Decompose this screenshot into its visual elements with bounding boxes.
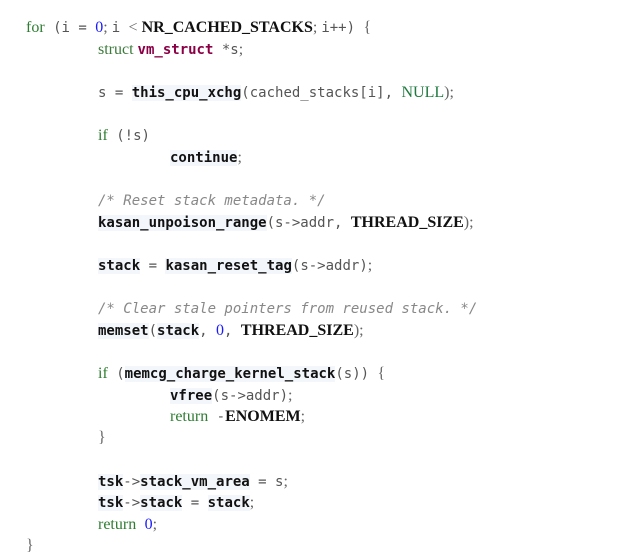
- code-token-punct: }: [26, 537, 34, 554]
- code-token-fn: stack: [140, 495, 183, 511]
- code-token-kw: return: [170, 408, 209, 425]
- code-token-num: 0: [216, 322, 225, 339]
- code-token-kw: return: [98, 516, 137, 533]
- code-token-fn: memcg_charge_kernel_stack: [124, 366, 336, 382]
- code-token-macro: THREAD_SIZE: [240, 322, 354, 339]
- code-token-punct: ;: [237, 149, 242, 166]
- code-line: /* Reset stack metadata. */: [98, 190, 326, 211]
- code-token-plain: i: [111, 20, 129, 36]
- code-token-type: struct: [98, 41, 138, 58]
- code-line: vfree(s->addr);: [170, 385, 292, 406]
- code-token-plain: (s->addr): [291, 258, 368, 274]
- code-token-punct: ;: [288, 387, 293, 404]
- code-token-punct: ;: [283, 473, 288, 490]
- code-line: return -ENOMEM;: [170, 406, 305, 427]
- code-token-punct: }: [98, 429, 106, 446]
- code-token-plain: *s: [213, 42, 239, 58]
- code-token-kw: if: [98, 365, 108, 382]
- code-token-plain: (!s): [107, 128, 150, 144]
- code-token-fn: stack_vm_area: [140, 474, 250, 490]
- code-token-fn: vfree: [170, 388, 213, 404]
- code-line: }: [98, 427, 106, 448]
- code-token-fn: tsk: [98, 474, 124, 490]
- code-token-punct: ;: [103, 19, 112, 36]
- code-token-punct: {: [377, 365, 386, 382]
- code-line: tsk->stack = stack;: [98, 492, 254, 513]
- code-token-plain: (i =: [44, 20, 96, 36]
- code-token-plain: ,: [199, 323, 217, 339]
- code-token-plain: -: [208, 409, 226, 425]
- code-token-plain: = s: [249, 474, 284, 490]
- code-token-macro: ENOMEM: [225, 408, 301, 425]
- code-line: }: [26, 535, 34, 556]
- code-token-plain: ,: [224, 323, 241, 339]
- code-line: for (i = 0; i < NR_CACHED_STACKS; i++) {: [26, 17, 371, 38]
- code-token-const: NULL: [401, 84, 445, 101]
- code-token-fn: memset: [98, 323, 149, 339]
- code-token-plain: ->: [123, 474, 141, 490]
- code-token-punct: {: [363, 19, 372, 36]
- code-token-punct: );: [444, 84, 454, 101]
- code-line: if (!s): [98, 125, 150, 146]
- code-token-punct: ;: [367, 257, 373, 274]
- code-line: struct vm_struct *s;: [98, 39, 243, 60]
- code-token-plain: =: [182, 495, 208, 511]
- code-token-fn: kasan_unpoison_range: [98, 215, 267, 231]
- code-line: return 0;: [98, 514, 157, 535]
- code-line: stack = kasan_reset_tag(s->addr);: [98, 255, 372, 276]
- code-token-kw: for: [26, 19, 45, 36]
- code-token-punct: ;: [238, 41, 244, 58]
- code-line: s = this_cpu_xchg(cached_stacks[i], NULL…: [98, 82, 454, 103]
- code-token-fn: stack: [207, 495, 250, 511]
- code-token-plain: (cached_stacks[i],: [241, 85, 402, 101]
- code-token-plain: (: [107, 366, 125, 382]
- code-token-macro: THREAD_SIZE: [350, 214, 464, 231]
- code-token-num: 0: [144, 516, 153, 533]
- code-token-fn: this_cpu_xchg: [131, 85, 242, 101]
- code-token-comment: /* Reset stack metadata. */: [98, 193, 326, 209]
- code-token-punct: <: [128, 19, 142, 36]
- code-token-plain: i++): [321, 20, 364, 36]
- code-token-plain: ->: [123, 495, 141, 511]
- code-line: memset(stack, 0, THREAD_SIZE);: [98, 320, 364, 341]
- code-token-struct: vm_struct: [137, 42, 214, 58]
- code-token-plain: s =: [98, 85, 132, 101]
- code-token-num: 0: [95, 19, 104, 36]
- code-token-punct: ;: [249, 494, 255, 511]
- code-line: continue;: [170, 147, 242, 168]
- code-line: if (memcg_charge_kernel_stack(s)) {: [98, 363, 385, 384]
- code-token-fn: stack: [157, 323, 200, 339]
- code-token-punct: ;: [312, 19, 322, 36]
- code-token-plain: (s)): [335, 366, 378, 382]
- code-token-comment: /* Clear stale pointers from reused stac…: [98, 301, 478, 317]
- code-token-plain: =: [140, 258, 166, 274]
- code-token-fn: tsk: [98, 495, 124, 511]
- code-token-punct: ;: [300, 408, 306, 425]
- code-token-plain: [136, 517, 144, 533]
- code-token-plain: (s->addr): [212, 388, 289, 404]
- code-token-punct: ;: [152, 516, 158, 533]
- code-token-fn: kasan_reset_tag: [165, 258, 292, 274]
- code-token-plain: (s->addr,: [266, 215, 351, 231]
- code-token-punct: );: [353, 322, 364, 339]
- code-token-kw: if: [98, 127, 108, 144]
- code-token-fn: continue: [170, 150, 238, 166]
- code-token-plain: (: [148, 323, 158, 339]
- code-line: /* Clear stale pointers from reused stac…: [98, 298, 477, 319]
- code-token-punct: );: [463, 214, 474, 231]
- code-token-fn: stack: [98, 258, 141, 274]
- code-line: kasan_unpoison_range(s->addr, THREAD_SIZ…: [98, 212, 474, 233]
- code-token-macro: NR_CACHED_STACKS: [141, 19, 313, 36]
- code-line: tsk->stack_vm_area = s;: [98, 471, 288, 492]
